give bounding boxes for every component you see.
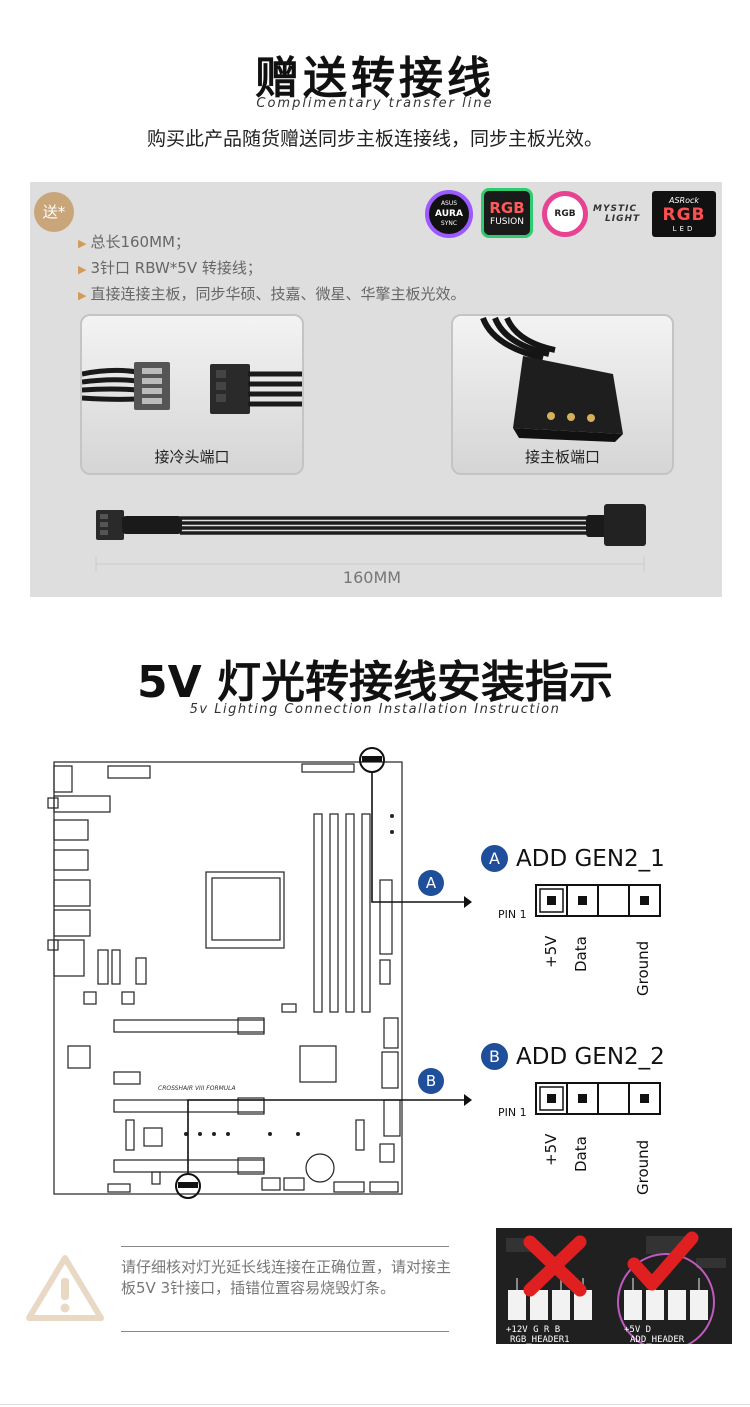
header-badge: B	[481, 1043, 508, 1070]
header-name: ADD GEN2_1	[516, 846, 665, 872]
header-b-title: B ADD GEN2_2	[481, 1043, 665, 1070]
logo-text: RGB	[662, 204, 706, 225]
spec-text: 总长160MM；	[90, 233, 190, 251]
motherboard-connector-illustration	[480, 316, 623, 442]
asus-aura-sync-logo: ASUS AURA SYNC	[425, 190, 473, 238]
divider	[121, 1246, 449, 1247]
pin-label-5v: +5V	[542, 1133, 560, 1166]
pin-label-data: Data	[572, 1136, 590, 1172]
cooler-connector-illustration	[82, 362, 302, 414]
section1-subtitle: Complimentary transfer line	[256, 96, 494, 111]
motherboard-diagram: A B CROSSHAIR VIII FORMULA	[47, 747, 472, 1199]
logo-text: MYSTIC	[593, 204, 638, 214]
section1-title: 赠送转接线	[255, 53, 495, 104]
photo-caption: 接主板端口	[524, 448, 600, 466]
header-comparison-illustration: +12V G R B RGB_HEADER1 +5V D ADD_HEADER	[496, 1228, 732, 1344]
callout-label-a: A	[426, 874, 437, 892]
logo-text: ASUS	[440, 200, 458, 207]
header-badge: A	[481, 845, 508, 872]
rgb-fusion-logo: RGB FUSION	[481, 188, 533, 238]
triangle-bullet-icon: ▶	[78, 289, 87, 302]
spec-text: 3针口 RBW*5V 转接线；	[90, 259, 262, 277]
divider	[0, 1404, 750, 1405]
header-b-pinout	[535, 1082, 661, 1115]
mystic-light-logo: RGB	[542, 191, 588, 237]
logo-text: FUSION	[490, 217, 524, 227]
spec-text: 直接连接主板，同步华硕、技嘉、微星、华擎主板光效。	[90, 285, 466, 303]
header-comparison-photo: +12V G R B RGB_HEADER1 +5V D ADD_HEADER	[496, 1228, 732, 1344]
section2-title: 5V 灯光转接线安装指示	[137, 657, 613, 708]
cable-illustration	[95, 504, 646, 572]
section2-subtitle: 5v Lighting Connection Installation Inst…	[189, 702, 561, 717]
pin1-label: PIN 1	[498, 1106, 527, 1119]
left-pin-labels: +12V G R B	[506, 1325, 560, 1335]
spec-item: ▶总长160MM；	[78, 230, 465, 256]
pin-label-ground: Ground	[634, 1139, 652, 1195]
pin-label-5v: +5V	[542, 935, 560, 968]
logo-text: AURA	[435, 209, 463, 219]
pin-label-ground: Ground	[634, 940, 652, 996]
wrong-x-icon	[523, 1235, 587, 1297]
pin-label-data: Data	[572, 936, 590, 972]
cooler-port-photo: 接冷头端口	[80, 314, 304, 475]
left-header-label: RGB_HEADER1	[510, 1335, 570, 1344]
header-name: ADD GEN2_2	[516, 1044, 665, 1070]
spec-list: ▶总长160MM； ▶3针口 RBW*5V 转接线； ▶直接连接主板，同步华硕、…	[78, 230, 465, 308]
callout-label-b: B	[426, 1072, 436, 1090]
warning-triangle-icon	[26, 1255, 104, 1321]
motherboard-port-photo: 接主板端口	[451, 314, 674, 475]
logo-text: RGB	[554, 209, 576, 219]
warning-text: 请仔细核对灯光延长线连接在正确位置，请对接主板5V 3针接口，插错位置容易烧毁灯…	[121, 1258, 452, 1297]
photo-caption: 接冷头端口	[154, 448, 230, 466]
logo-text: ASRock	[668, 195, 700, 205]
logo-text: RGB	[489, 199, 525, 217]
asrock-rgb-led-logo: ASRock RGB LED	[652, 191, 716, 237]
pin1-label: PIN 1	[498, 908, 527, 921]
header-a-pinout	[535, 884, 661, 917]
section1-description: 购买此产品随货赠送同步主板连接线，同步主板光效。	[146, 128, 603, 150]
spec-item: ▶3针口 RBW*5V 转接线；	[78, 256, 465, 282]
divider	[121, 1331, 449, 1332]
header-a-title: A ADD GEN2_1	[481, 845, 665, 872]
logo-text: SYNC	[440, 220, 458, 227]
right-header-label: ADD_HEADER	[630, 1335, 685, 1344]
gift-badge: 送*	[34, 192, 74, 232]
right-pin-labels: +5V D	[624, 1325, 651, 1335]
triangle-bullet-icon: ▶	[78, 237, 87, 250]
triangle-bullet-icon: ▶	[78, 263, 87, 276]
spec-item: ▶直接连接主板，同步华硕、技嘉、微星、华擎主板光效。	[78, 282, 465, 308]
board-model-label: CROSSHAIR VIII FORMULA	[158, 1085, 236, 1092]
correct-check-icon	[627, 1231, 699, 1291]
cable-length-label: 160MM	[342, 568, 402, 587]
logo-text: LIGHT	[605, 214, 641, 224]
logo-text: LED	[672, 224, 696, 233]
mystic-light-text: MYSTIC LIGHT	[593, 204, 640, 224]
